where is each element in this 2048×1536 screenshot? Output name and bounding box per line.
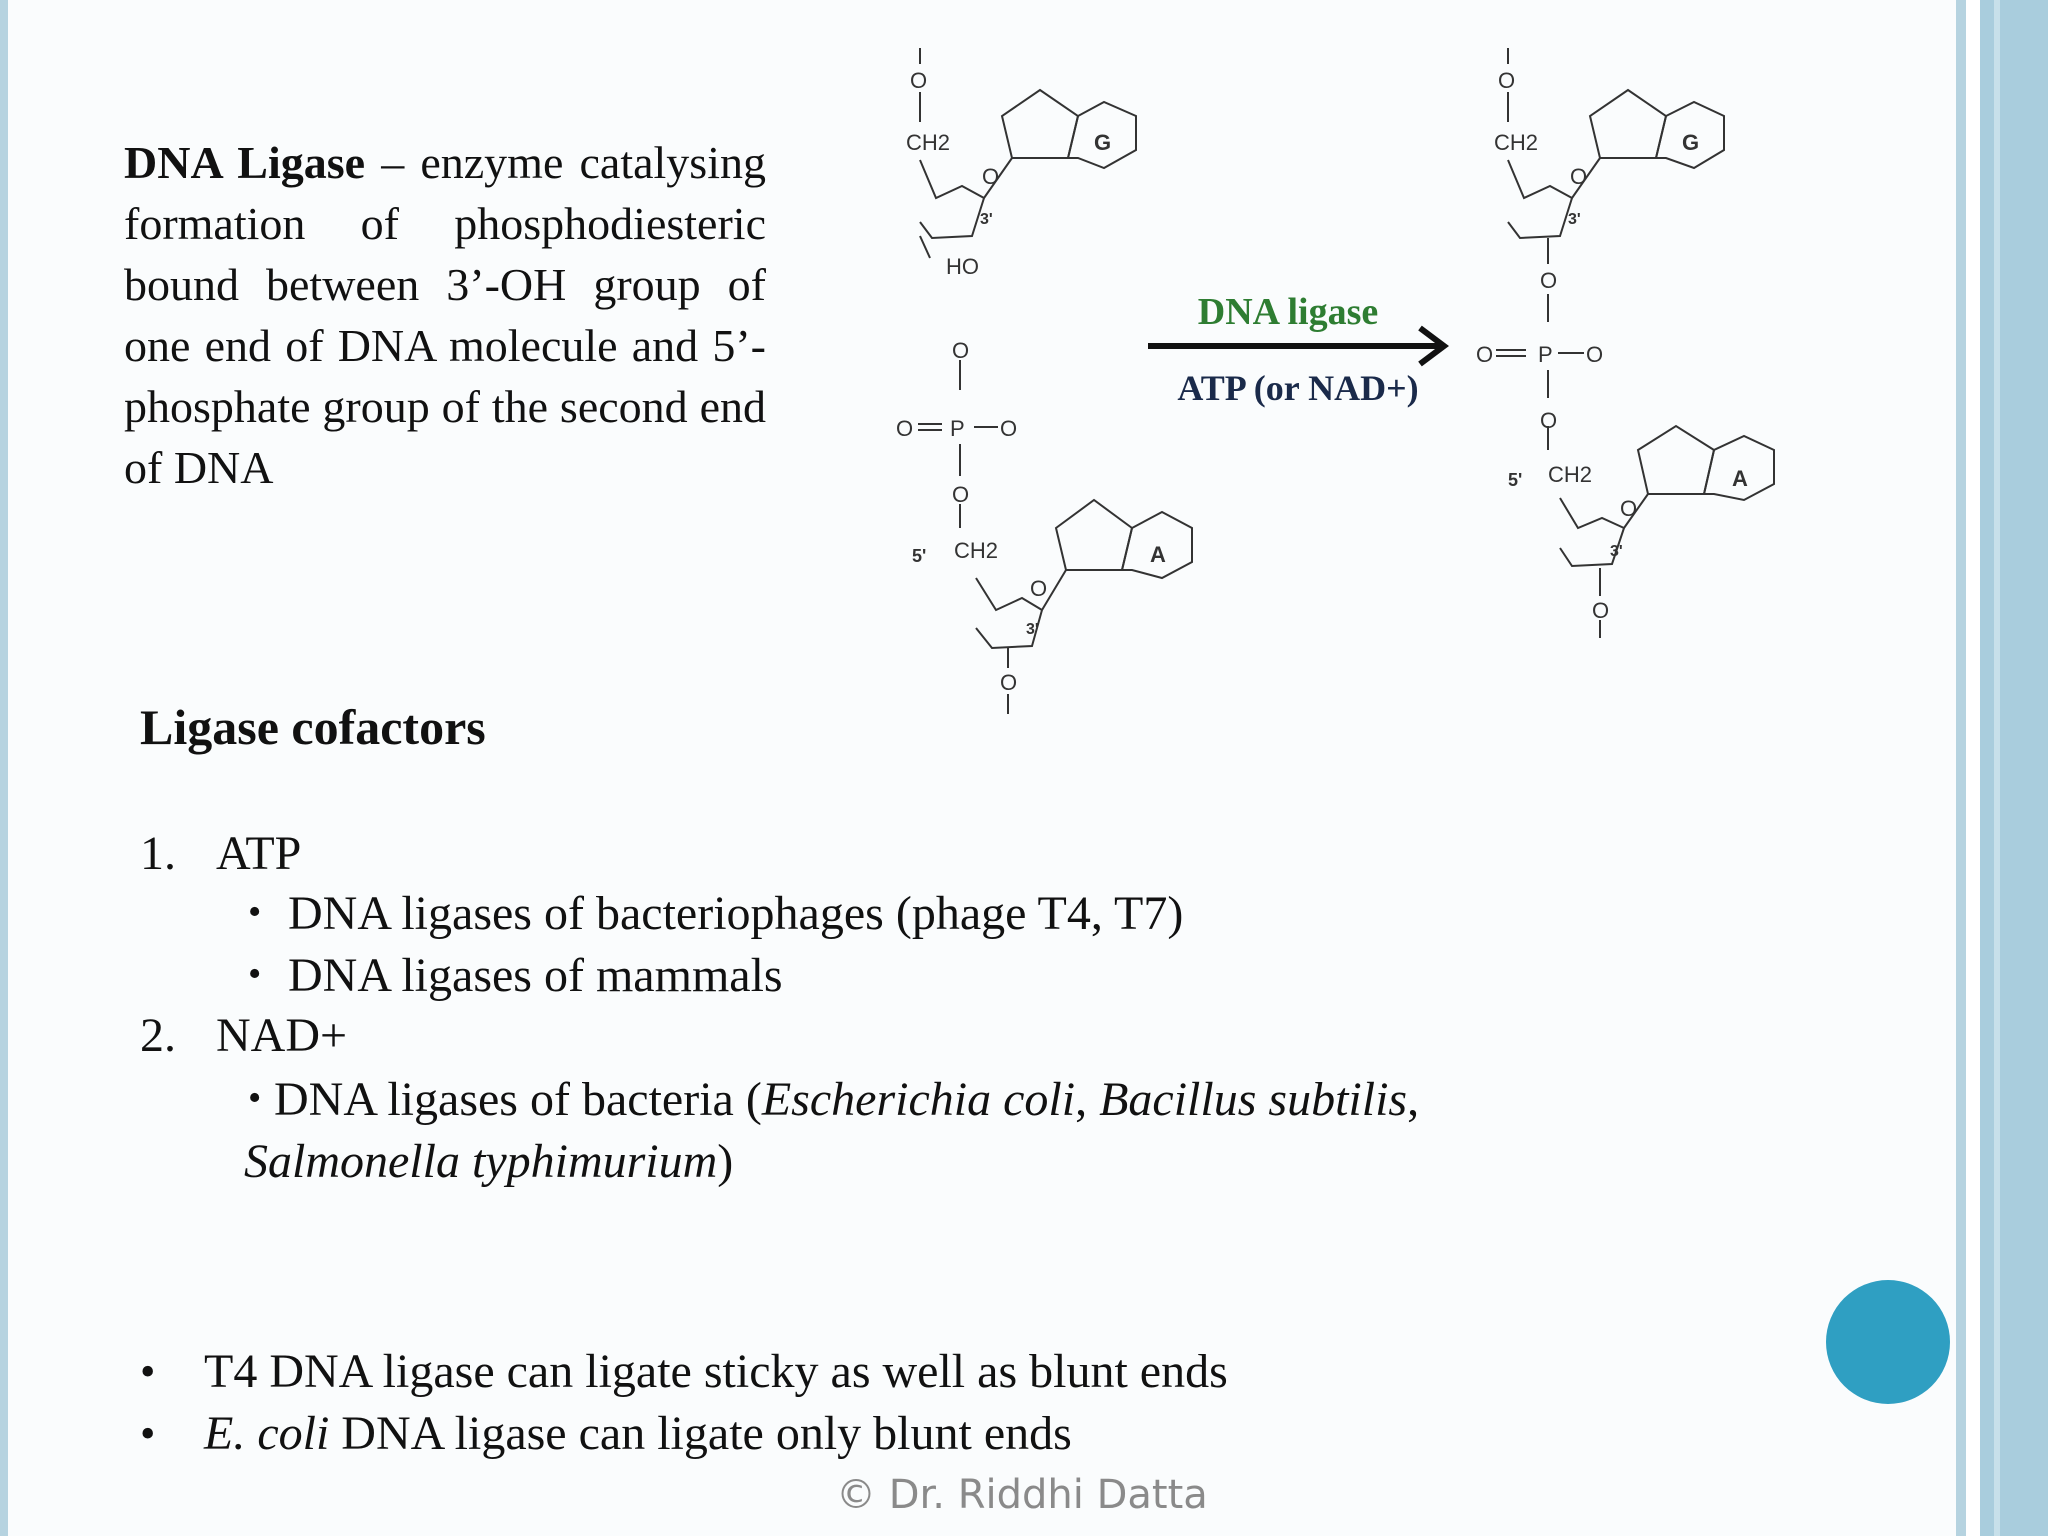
slide-background bbox=[0, 0, 1960, 1536]
o-atom-label: O bbox=[1592, 598, 1609, 623]
side-bar-stripe bbox=[1994, 0, 2000, 1536]
species-b-subtilis: Bacillus subtilis bbox=[1099, 1073, 1408, 1126]
ch2-label: CH2 bbox=[1494, 130, 1538, 155]
p-atom-label: P bbox=[950, 416, 965, 441]
five-prime-label: 5' bbox=[1508, 470, 1522, 490]
base-g-label: G bbox=[1094, 130, 1111, 155]
list-number: 2. bbox=[140, 1009, 176, 1062]
species-e-coli: Escherichia coli bbox=[761, 1073, 1076, 1126]
base-a-label: A bbox=[1732, 466, 1748, 491]
frame-line-right bbox=[1956, 0, 1966, 1536]
o-atom-label: O bbox=[1540, 408, 1557, 433]
o-atom-label: O bbox=[1570, 164, 1587, 189]
five-prime-label: 5' bbox=[912, 546, 926, 566]
list-item-continuation: Salmonella typhimurium) bbox=[244, 1134, 733, 1189]
o-atom-label: O bbox=[910, 68, 927, 93]
cofactor-nad: NAD+ bbox=[216, 1009, 348, 1062]
three-prime-label: 3' bbox=[980, 211, 993, 228]
bullet-dot: • bbox=[248, 891, 262, 933]
cofactors-heading: Ligase cofactors bbox=[140, 699, 486, 755]
o-atom-label: O bbox=[1030, 576, 1047, 601]
closing-paren: ) bbox=[717, 1135, 734, 1188]
o-atom-label: O bbox=[1476, 342, 1493, 367]
o-minus-label: O bbox=[952, 338, 969, 363]
separator: , bbox=[1407, 1073, 1420, 1126]
ch2-label: CH2 bbox=[1548, 462, 1592, 487]
base-a-label: A bbox=[1150, 542, 1166, 567]
three-prime-label: 3' bbox=[1568, 211, 1581, 228]
ch2-label: CH2 bbox=[906, 130, 950, 155]
accent-circle bbox=[1826, 1280, 1950, 1404]
o-atom-label: O bbox=[1498, 68, 1515, 93]
copyright-text: © Dr. Riddhi Datta bbox=[836, 1472, 1208, 1518]
ch2-label: CH2 bbox=[954, 538, 998, 563]
list-item: DNA ligases of mammals bbox=[288, 949, 783, 1002]
o-atom-label: O bbox=[982, 164, 999, 189]
definition-text: – enzyme catalysing formation of phospho… bbox=[124, 137, 766, 493]
list-item: DNA ligases of bacteriophages (phage T4,… bbox=[288, 887, 1184, 940]
o-atom-label: O bbox=[896, 416, 913, 441]
bullet-dot: • bbox=[140, 1409, 156, 1458]
side-bar bbox=[1980, 0, 2048, 1536]
list-item: DNA ligases of bacteria (Escherichia col… bbox=[274, 1072, 1419, 1127]
separator: , bbox=[1075, 1073, 1100, 1126]
o-atom-label: O bbox=[1620, 496, 1637, 521]
arrow-label-cofactor: ATP (or NAD+) bbox=[1177, 368, 1418, 408]
ho-label: HO bbox=[946, 254, 979, 279]
p-atom-label: P bbox=[1538, 342, 1553, 367]
definition-paragraph: DNA Ligase – enzyme catalysing formation… bbox=[124, 132, 766, 498]
note-t4-ligase: T4 DNA ligase can ligate sticky as well … bbox=[204, 1345, 1228, 1398]
bullet-dot: • bbox=[248, 1077, 262, 1119]
reaction-arrow-head bbox=[1418, 325, 1449, 367]
species-s-typhimurium: Salmonella typhimurium bbox=[244, 1135, 718, 1188]
note-ecoli-rest: DNA ligase can ligate only blunt ends bbox=[329, 1407, 1072, 1460]
species-e-coli-short: E. coli bbox=[204, 1407, 330, 1460]
ligation-diagram: O CH2 O 3' HO G O O P O O 5' CH2 O 3' A … bbox=[896, 48, 1775, 714]
o-atom-label: O bbox=[1540, 268, 1557, 293]
cofactor-atp: ATP bbox=[216, 827, 302, 880]
three-prime-label: 3' bbox=[1026, 621, 1039, 638]
o-minus-label: O bbox=[1000, 416, 1017, 441]
o-minus-label: O bbox=[1586, 342, 1603, 367]
o-atom-label: O bbox=[1000, 670, 1017, 695]
arrow-label-enzyme: DNA ligase bbox=[1198, 291, 1379, 333]
three-prime-label: 3' bbox=[1610, 543, 1623, 560]
bacteria-lead: DNA ligases of bacteria ( bbox=[274, 1073, 762, 1126]
definition-term: DNA Ligase bbox=[124, 137, 366, 188]
frame-line-left bbox=[0, 0, 8, 1536]
o-atom-label: O bbox=[952, 482, 969, 507]
base-g-label: G bbox=[1682, 130, 1699, 155]
list-number: 1. bbox=[140, 827, 176, 880]
bullet-dot: • bbox=[248, 953, 262, 995]
note-ecoli-ligase: E. coli DNA ligase can ligate only blunt… bbox=[204, 1406, 1072, 1461]
bullet-dot: • bbox=[140, 1347, 156, 1396]
